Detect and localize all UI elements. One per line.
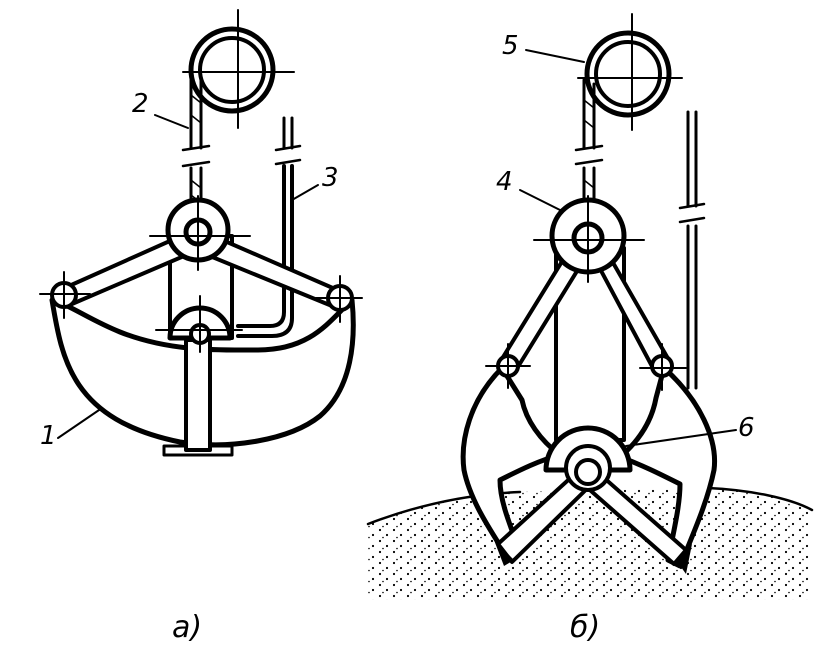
holding-cable — [236, 116, 302, 338]
upper-block-b — [533, 195, 645, 283]
label-2: 2 — [132, 89, 149, 119]
panel-a: 2 3 1 а) — [39, 9, 363, 645]
caption-b: б) — [570, 610, 600, 645]
leaders-b — [519, 49, 737, 447]
panel-b: 5 4 6 б) — [366, 13, 814, 645]
label-5: 5 — [502, 31, 519, 61]
leaders-a — [57, 114, 319, 439]
label-1: 1 — [40, 421, 57, 451]
holding-cable-b — [678, 110, 706, 390]
lower-block-b — [543, 425, 633, 492]
label-4: 4 — [496, 167, 513, 197]
pivots-b — [485, 343, 687, 391]
pulley-a — [182, 9, 295, 129]
jaws-b — [460, 365, 718, 574]
label-3: 3 — [322, 163, 339, 193]
label-6: 6 — [738, 413, 755, 443]
upper-block-a — [149, 195, 251, 271]
pulley-b — [577, 13, 683, 131]
pivots-a — [39, 271, 363, 353]
caption-a: а) — [172, 610, 202, 645]
